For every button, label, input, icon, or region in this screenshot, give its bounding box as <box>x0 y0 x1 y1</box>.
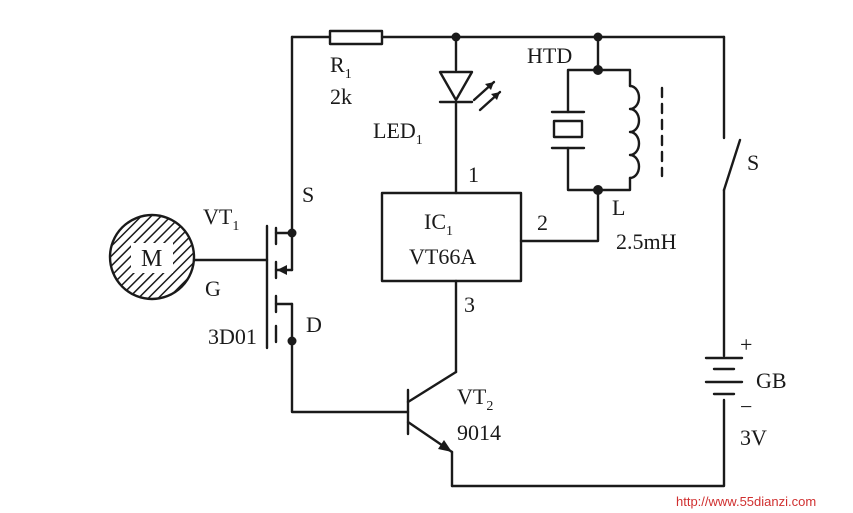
svg-text:L: L <box>612 195 625 220</box>
watermark-text: http://www.55dianzi.com <box>676 494 816 509</box>
svg-text:GB: GB <box>756 368 787 393</box>
battery-gb: + GB − 3V <box>704 332 787 450</box>
svg-text:+: + <box>740 332 752 357</box>
svg-text:LED1: LED1 <box>373 118 423 148</box>
led-symbol: LED1 <box>373 70 502 148</box>
svg-text:3D01: 3D01 <box>208 324 257 349</box>
junctions <box>287 32 603 346</box>
inductor-l: L 2.5mH <box>612 84 677 254</box>
svg-text:HTD: HTD <box>527 43 572 68</box>
svg-text:R1: R1 <box>330 52 352 82</box>
transistor-vt2: VT2 9014 <box>406 370 501 488</box>
svg-text:9014: 9014 <box>457 420 501 445</box>
pin-2-label: 2 <box>537 210 548 235</box>
emitter-arrow <box>438 440 452 452</box>
junction-dot <box>593 32 603 42</box>
mosfet-vt1: VT1 S G D 3D01 <box>203 182 322 350</box>
pin-3-label: 3 <box>464 292 475 317</box>
svg-text:2.5mH: 2.5mH <box>616 229 677 254</box>
junction-dot <box>451 32 461 42</box>
switch-s: S <box>722 138 759 192</box>
pin-1-label: 1 <box>468 162 479 187</box>
svg-text:G: G <box>205 276 221 301</box>
svg-text:M: M <box>141 246 162 272</box>
wires <box>192 35 726 488</box>
svg-text:2k: 2k <box>330 84 352 109</box>
svg-text:IC1: IC1 <box>424 209 453 239</box>
channel-arrow <box>277 265 287 275</box>
svg-text:D: D <box>306 312 322 337</box>
svg-text:VT2: VT2 <box>457 384 493 414</box>
svg-text:−: − <box>740 394 752 419</box>
svg-text:3V: 3V <box>740 425 767 450</box>
svg-text:VT66A: VT66A <box>409 244 476 269</box>
motor-m: M <box>108 213 196 301</box>
resistor-r1: R1 2k <box>328 29 384 109</box>
junction-dot <box>593 65 603 75</box>
svg-text:S: S <box>747 150 759 175</box>
svg-text:VT1: VT1 <box>203 204 239 234</box>
htd-buzzer: HTD <box>527 43 586 150</box>
ic-vt66a: IC1 VT66A 1 2 3 <box>380 162 548 317</box>
junction-dot <box>593 185 603 195</box>
svg-text:S: S <box>302 182 314 207</box>
